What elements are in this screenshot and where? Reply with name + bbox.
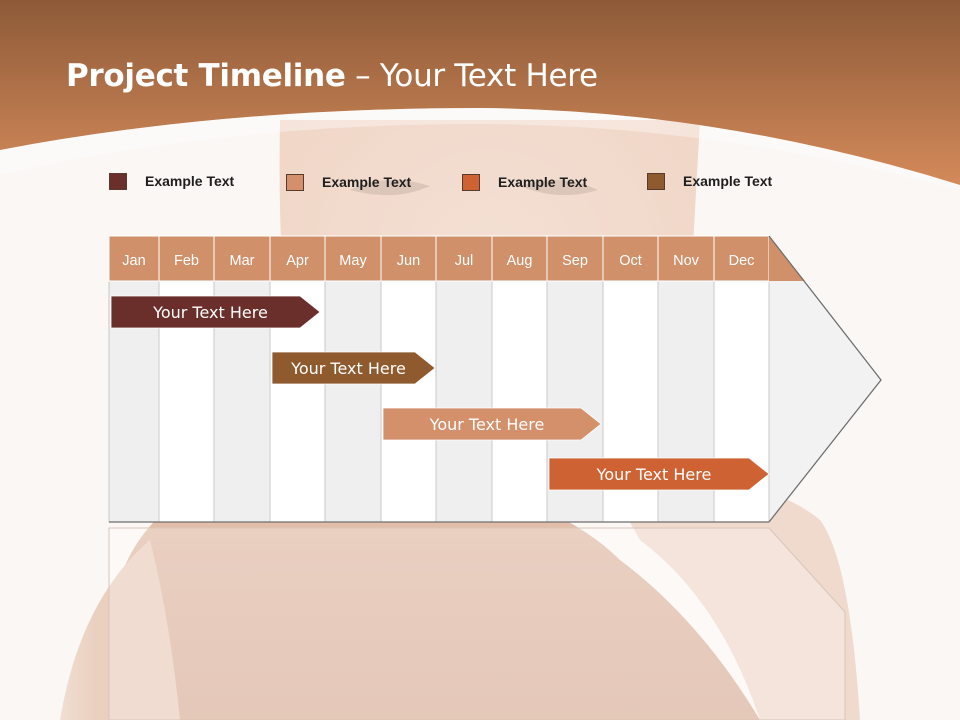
month-label: Aug: [507, 253, 533, 269]
slide-title-bold: Project Timeline: [66, 58, 346, 94]
task-arrow: [271, 351, 436, 385]
month-label: Dec: [729, 253, 755, 269]
month-label: Oct: [619, 253, 642, 269]
task-arrow: [382, 407, 602, 441]
month-header-cell: [491, 235, 548, 282]
timeline-reflection: [108, 527, 846, 720]
slide-title: Project Timeline – Your Text Here: [66, 58, 598, 94]
month-column: [324, 280, 382, 523]
month-label: Jul: [455, 253, 474, 269]
month-label: May: [339, 253, 367, 269]
month-header-cell: [602, 235, 659, 282]
slide-title-rest: – Your Text Here: [345, 58, 598, 94]
month-header-cell: [269, 235, 326, 282]
month-column: [435, 280, 493, 523]
month-label: Jun: [397, 253, 420, 269]
legend-label: Example Text: [683, 173, 773, 189]
month-header-cell: [657, 235, 715, 282]
month-header-cell: [108, 235, 160, 282]
task-arrow: [548, 457, 770, 491]
task-label: Your Text Here: [596, 465, 712, 484]
month-label: Nov: [673, 253, 700, 269]
legend-label: Example Text: [145, 173, 235, 189]
legend-swatch: [647, 172, 665, 190]
legend-swatch: [109, 172, 127, 190]
legend-item: Example Text: [462, 172, 587, 192]
month-label: Jan: [122, 253, 145, 269]
month-column: [380, 280, 437, 523]
legend-swatch: [462, 173, 480, 191]
header-band: [0, 0, 960, 190]
month-label: Mar: [230, 253, 255, 269]
legend-item: Example Text: [109, 171, 234, 191]
legend-item: Example Text: [647, 171, 772, 191]
month-label: Sep: [562, 253, 588, 269]
legend-item: Example Text: [286, 172, 411, 192]
month-header-cell: [324, 235, 382, 282]
task-arrow: [110, 295, 321, 329]
month-header-cell: [380, 235, 437, 282]
month-header-cell: [713, 235, 770, 282]
task-label: Your Text Here: [152, 303, 268, 322]
legend-label: Example Text: [498, 174, 588, 190]
month-label: Feb: [174, 253, 199, 269]
month-label: Apr: [286, 253, 309, 269]
month-column: [491, 280, 548, 523]
month-header-cell: [546, 235, 604, 282]
month-header-cell: [213, 235, 271, 282]
timeline-arrow-outline: [768, 235, 882, 523]
month-header-cell: [435, 235, 493, 282]
legend-label: Example Text: [322, 174, 412, 190]
legend-swatch: [286, 173, 304, 191]
task-label: Your Text Here: [290, 359, 406, 378]
month-header-cell: [158, 235, 215, 282]
task-label: Your Text Here: [429, 415, 545, 434]
